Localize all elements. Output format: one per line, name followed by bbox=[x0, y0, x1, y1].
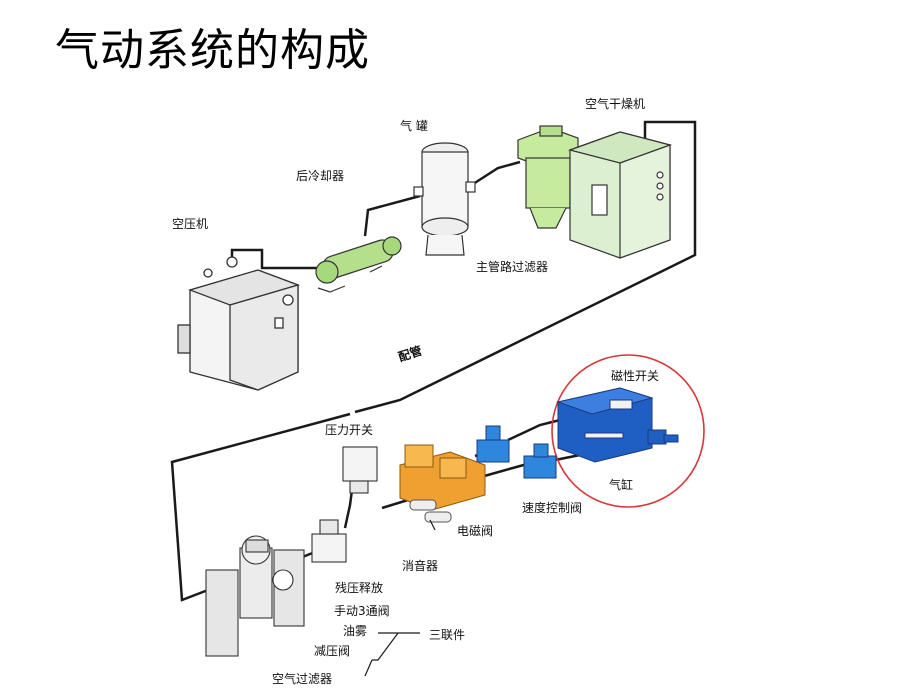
cylinder bbox=[556, 387, 679, 463]
speed-control-valve-2 bbox=[523, 443, 557, 479]
aftercooler bbox=[315, 236, 402, 293]
label-compressor: 空压机 bbox=[172, 217, 209, 231]
label-frl-unit: 三联件 bbox=[429, 628, 466, 642]
pipe-to-pressure-switch bbox=[343, 489, 354, 529]
label-magnetic-switch: 磁性开关 bbox=[611, 369, 660, 383]
pipe-speed-to-cylinder bbox=[507, 418, 561, 442]
label-air-filter: 空气过滤器 bbox=[272, 672, 333, 686]
air-tank bbox=[413, 142, 476, 256]
main-line-filter bbox=[517, 125, 579, 229]
air-dryer bbox=[567, 131, 673, 259]
label-silencer: 消音器 bbox=[402, 559, 439, 573]
label-lubricator: 油雾 bbox=[343, 624, 368, 638]
manual-3way-valve bbox=[311, 519, 347, 563]
label-manual-3way-valve: 手动3通阀 bbox=[334, 604, 390, 618]
label-residual-pressure-release: 残压释放 bbox=[335, 581, 384, 595]
label-main-line-filter: 主管路过滤器 bbox=[476, 260, 549, 274]
silencers bbox=[409, 499, 452, 523]
label-aftercooler: 后冷却器 bbox=[296, 169, 345, 183]
label-cylinder: 气缸 bbox=[609, 478, 634, 492]
label-air-tank: 气 罐 bbox=[400, 119, 428, 133]
pipe-main-line bbox=[170, 412, 351, 602]
label-pressure-switch: 压力开关 bbox=[325, 423, 374, 437]
pipe-to-solenoid bbox=[381, 498, 409, 510]
page-title: 气动系统的构成 bbox=[55, 25, 370, 76]
speed-control-valve-1 bbox=[476, 425, 510, 463]
highlight-circle bbox=[551, 354, 705, 508]
label-solenoid-valve: 电磁阀 bbox=[457, 524, 494, 538]
pipe-cooler-to-tank bbox=[363, 194, 421, 237]
pipe-tank-to-filter bbox=[469, 160, 521, 188]
frl-unit bbox=[205, 535, 305, 657]
compressor bbox=[177, 256, 301, 391]
label-air-dryer: 空气干燥机 bbox=[585, 97, 646, 111]
pressure-switch bbox=[342, 446, 378, 494]
pipe-dryer-loop bbox=[354, 120, 697, 414]
solenoid-valve bbox=[399, 444, 486, 511]
label-speed-control-valve: 速度控制阀 bbox=[522, 501, 583, 515]
leader-lines bbox=[364, 519, 436, 677]
label-pressure-reducing-valve: 减压阀 bbox=[314, 644, 351, 658]
pipe-compressor-to-cooler bbox=[230, 248, 318, 270]
